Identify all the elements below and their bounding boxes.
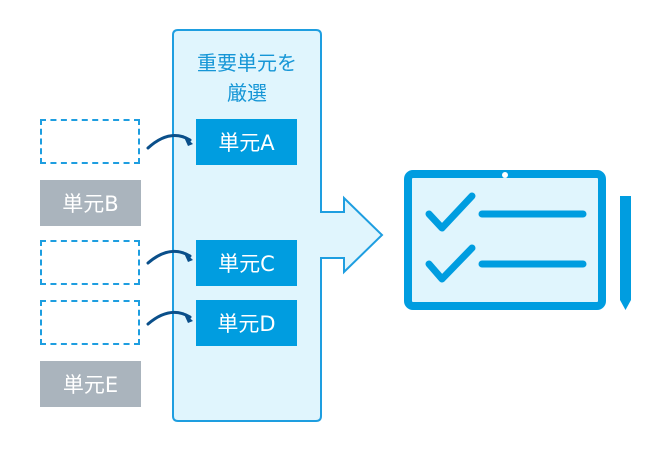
empty-slot (40, 119, 140, 164)
pen-icon (620, 196, 631, 310)
tablet-checklist-icon (404, 170, 606, 310)
unit-e: 単元E (40, 361, 141, 407)
panel-title: 重要単元を 厳選 (173, 48, 321, 108)
arrowhead-icon (183, 135, 193, 146)
panel-title-line1: 重要単元を (197, 51, 297, 75)
unit-a: 単元A (196, 119, 297, 165)
empty-slot (40, 300, 140, 345)
arrowhead-icon (183, 312, 193, 323)
unit-c: 単元C (196, 240, 297, 286)
unit-d: 単元D (196, 300, 297, 346)
panel-title-line2: 厳選 (227, 81, 267, 105)
arrowhead-icon (183, 251, 193, 262)
empty-slot (40, 240, 140, 285)
unit-b: 単元B (40, 180, 141, 226)
